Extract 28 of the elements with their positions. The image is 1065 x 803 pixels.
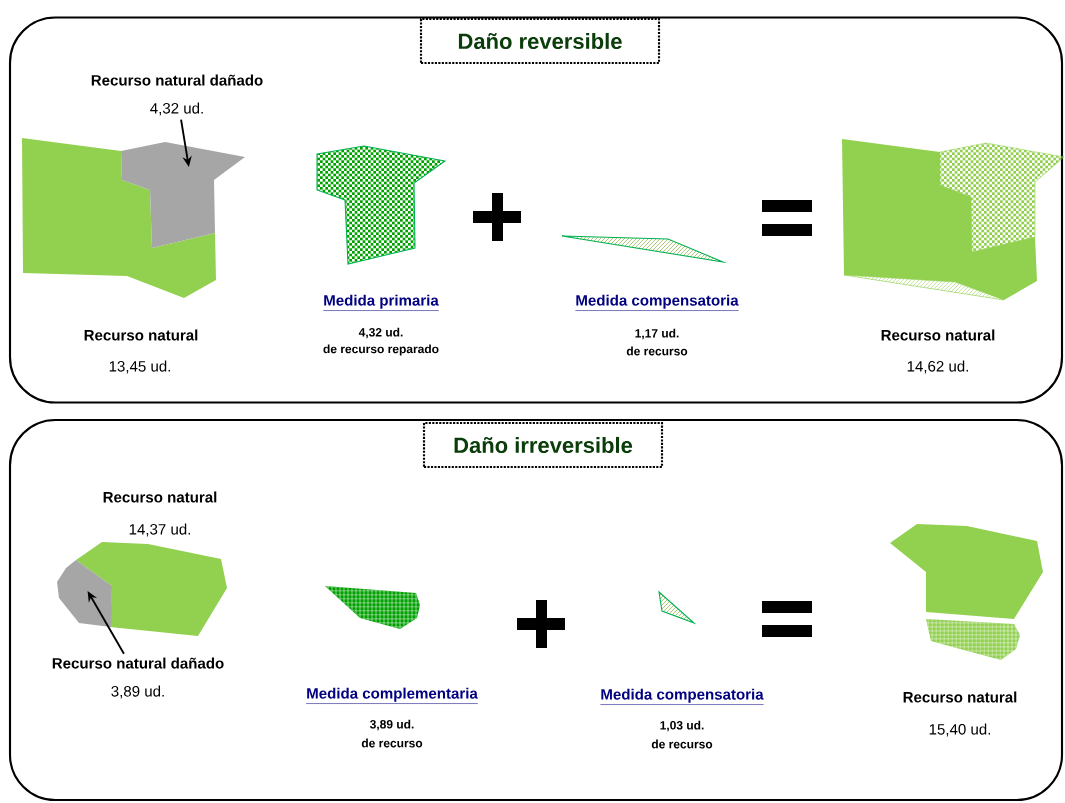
resource-label: Recurso natural (84, 329, 198, 341)
measure-note: de recurso reparado (323, 344, 439, 356)
title-box: Daño irreversible (422, 421, 664, 469)
measure-note: 1,03 ud. (660, 720, 704, 732)
measure-link: Medida complementaria (305, 687, 479, 704)
value-label: 14,62 ud. (907, 360, 968, 374)
panel-box (8, 418, 1064, 802)
resource-label: Recurso natural (903, 691, 1017, 703)
measure-link: Medida primaria (322, 294, 440, 311)
measure-note: de recurso (626, 346, 688, 356)
measure-note: de recurso (651, 739, 713, 749)
damaged-area-drawing (57, 560, 112, 627)
resource-label: Recurso natural (881, 329, 995, 341)
measure-note: 3,89 ud. (369, 719, 414, 731)
title-box: Daño reversible (419, 17, 661, 65)
leader-text: Recurso natural dañado 4,32 ud. (91, 74, 263, 116)
damaged-area-drawing (121, 142, 245, 248)
leader-text: Recurso natural dañado 3,89 ud. (52, 657, 224, 699)
measure-link: Medida compensatoria (600, 688, 764, 705)
value-label: 14,37 ud. (129, 523, 190, 537)
panel-box (8, 16, 1064, 404)
resource-label: Recurso natural (103, 491, 217, 503)
measure-note: 4,32 ud. (358, 327, 403, 339)
measure-note: de recurso (361, 738, 423, 748)
value-label: 13,45 ud. (109, 360, 170, 374)
value-label: 15,40 ud. (929, 723, 990, 737)
measure-link: Medida compensatoria (575, 294, 739, 311)
measure-note: 1,17 ud. (635, 328, 679, 340)
